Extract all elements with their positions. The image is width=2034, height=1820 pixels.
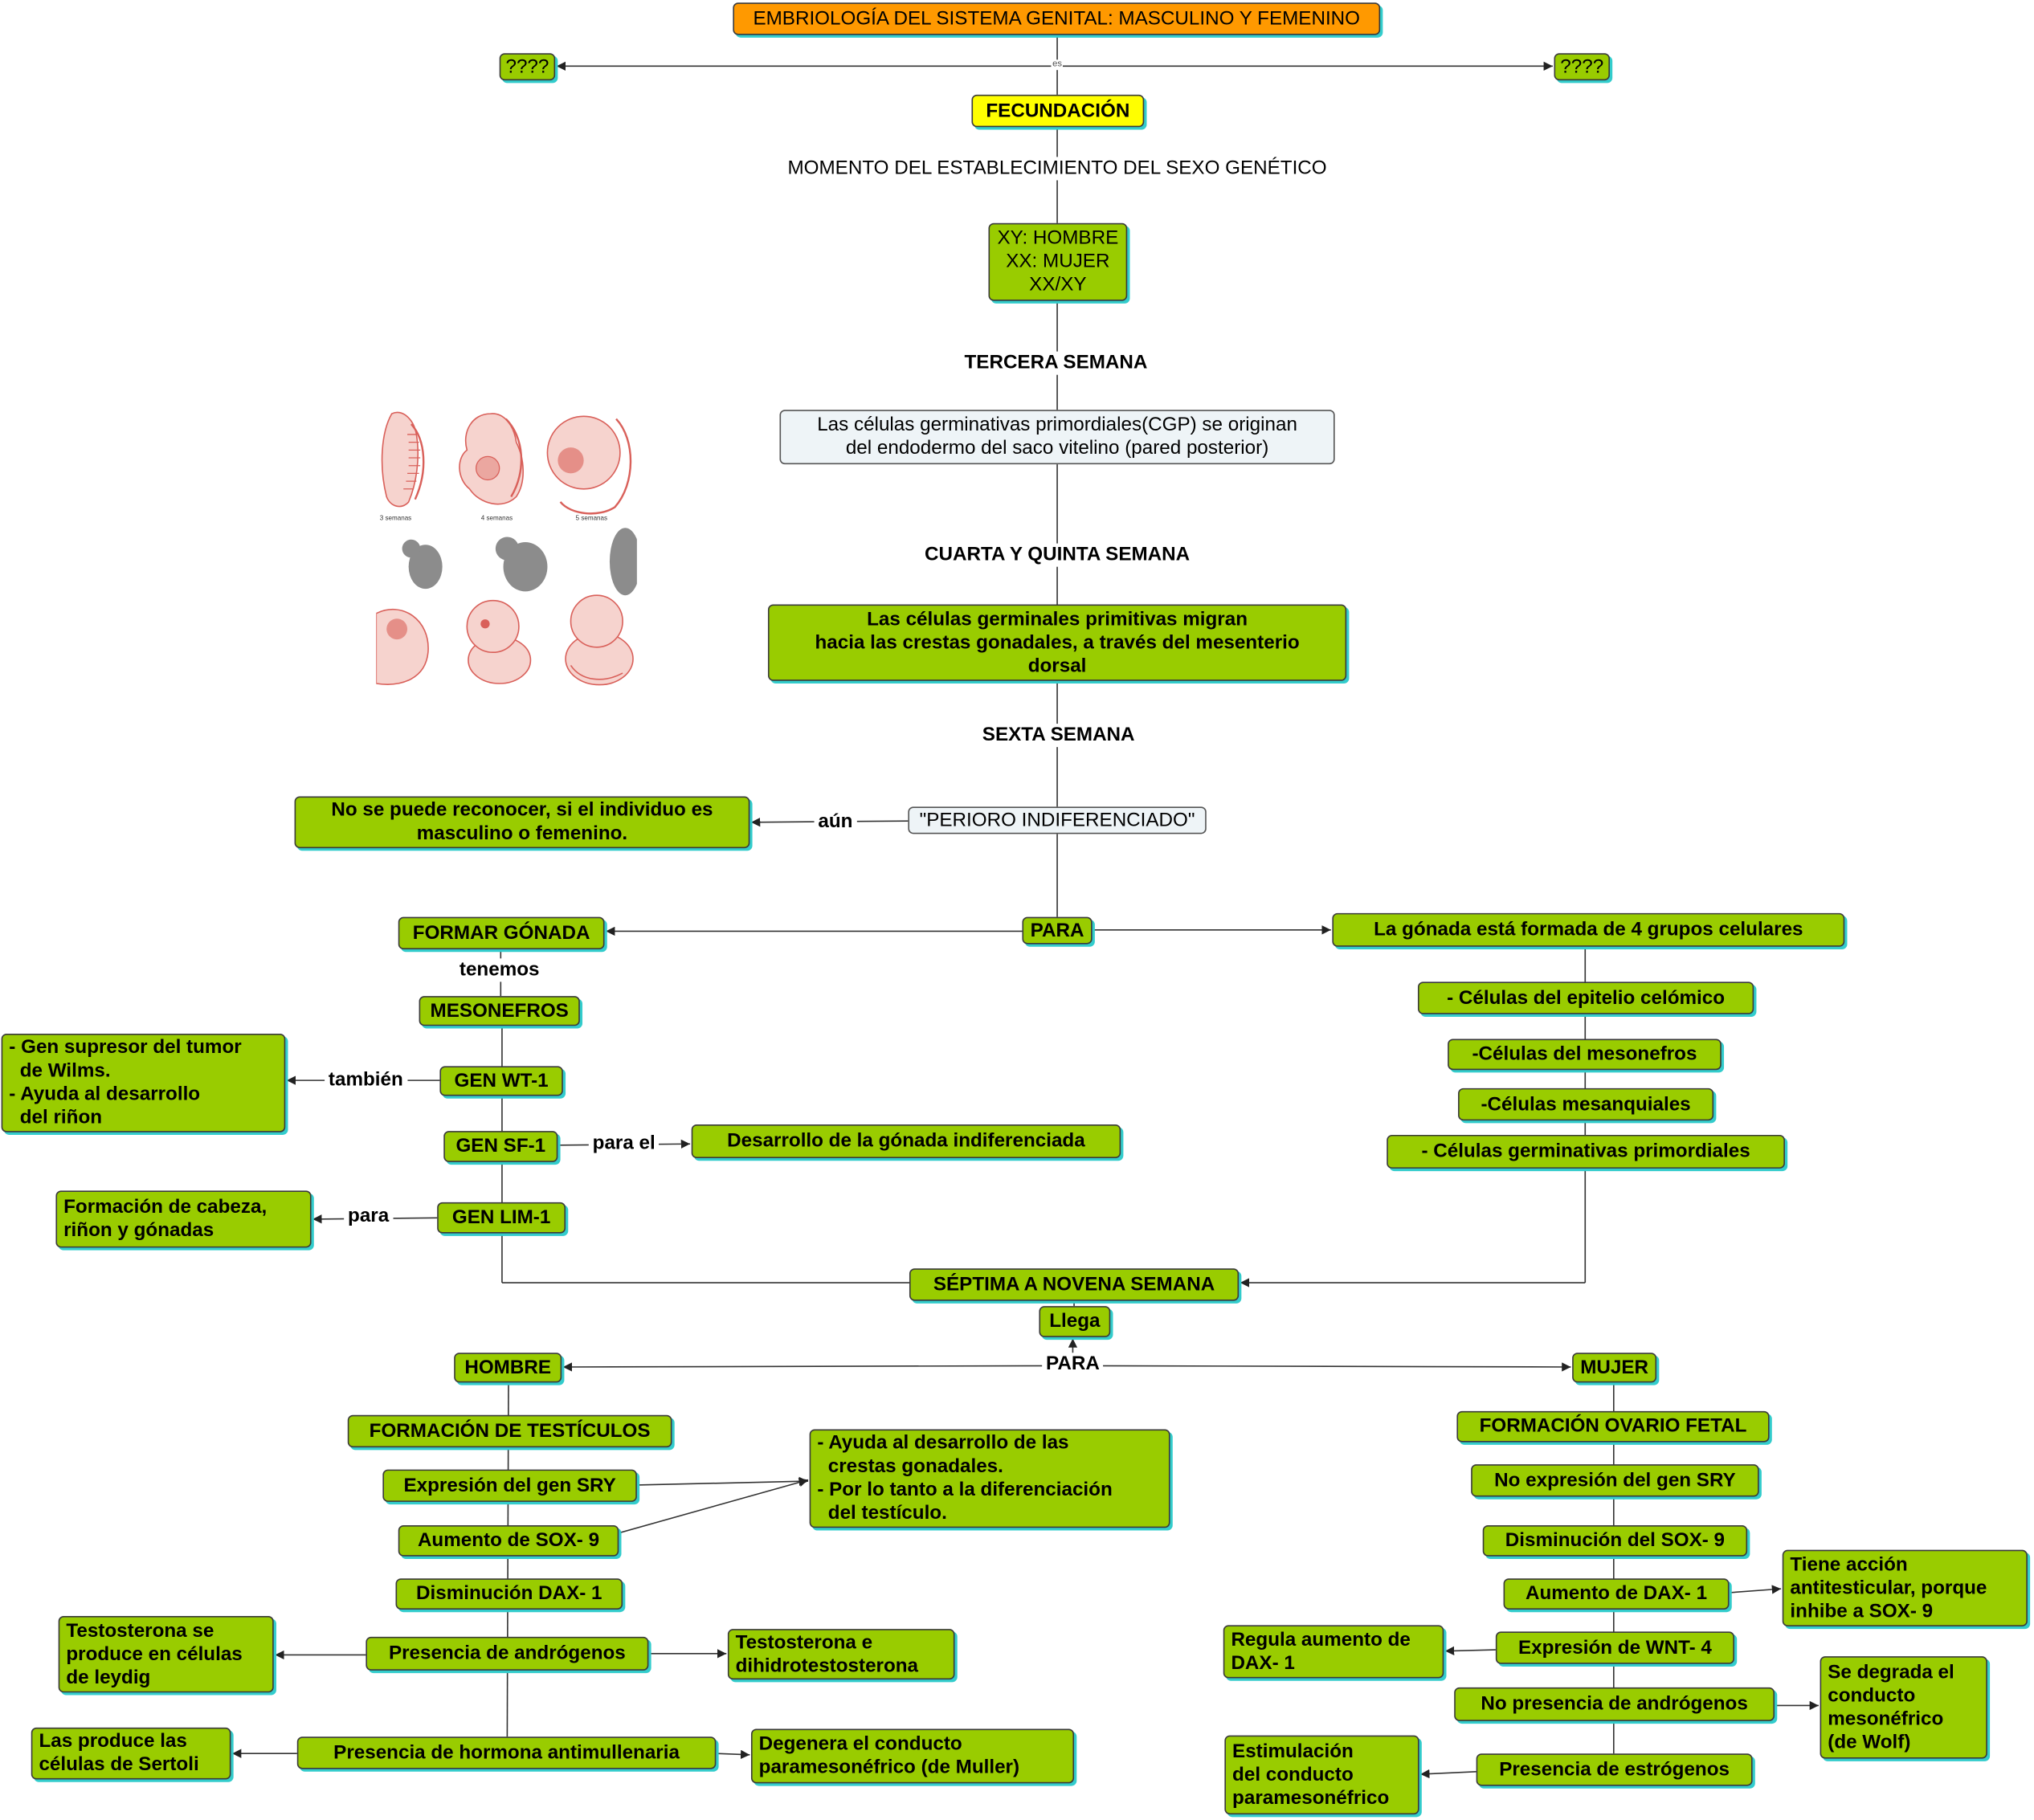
arrow-para-hombre: [563, 1365, 1073, 1367]
fecundacion-node: FECUNDACIÓN: [971, 95, 1144, 127]
link-label-para: para: [344, 1205, 393, 1228]
embryo-bottom-middle-head: [467, 601, 519, 653]
caption-5-weeks: 5 semanas: [576, 515, 607, 522]
gen-lim1-node: GEN LIM-1: [437, 1202, 566, 1234]
celulas-epitelio-node: - Células del epitelio celómico: [1418, 981, 1754, 1014]
hombre-step-hormona-antimullenaria: Presencia de hormona antimullenaria: [297, 1736, 717, 1769]
amh-efecto-node: Degenera el conducto paramesonéfrico (de…: [751, 1729, 1074, 1784]
arrow-amh-efecto: [716, 1753, 749, 1755]
link-label-tercera-semana: TERCERA SEMANA: [961, 352, 1152, 375]
embryo-bottom-right-head: [571, 595, 623, 647]
mujer-node: MUJER: [1572, 1353, 1656, 1382]
no-androgenos-efecto-node: Se degrada el conducto mesonéfrico (de W…: [1820, 1656, 1987, 1759]
mujer-step-formacion-ovario: FORMACIÓN OVARIO FETAL: [1456, 1411, 1769, 1443]
caption-4-weeks: 4 semanas: [481, 515, 513, 522]
link-label-momento: MOMENTO DEL ESTABLECIMIENTO DEL SEXO GEN…: [784, 157, 1331, 180]
hombre-step-disminucion-dax1: Disminución DAX- 1: [396, 1578, 623, 1610]
link-label-tenemos: tenemos: [455, 958, 543, 981]
estrogenos-efecto-node: Estimulación del conducto paramesonéfric…: [1224, 1736, 1419, 1815]
sexo-genetico-node: XY: HOMBRE XX: MUJER XX/XY: [988, 223, 1127, 301]
mujer-step-no-expresion-sry: No expresión del gen SRY: [1471, 1464, 1758, 1496]
mujer-step-disminucion-sox9: Disminución del SOX- 9: [1483, 1525, 1747, 1557]
caption-3-weeks: 3 semanas: [380, 515, 411, 522]
map-title: EMBRIOLOGÍA DEL SISTEMA GENITAL: MASCULI…: [733, 2, 1380, 35]
sry-sox9-efecto-node: - Ayuda al desarrollo de las crestas gon…: [810, 1430, 1170, 1528]
gen-sf1-node: GEN SF-1: [443, 1131, 558, 1162]
link-label-es: es: [1051, 59, 1063, 70]
hombre-step-androgenos: Presencia de andrógenos: [366, 1637, 648, 1671]
arrow-estrogenos-efecto: [1420, 1772, 1476, 1774]
gen-wt1-node: GEN WT-1: [439, 1066, 562, 1096]
arrow-sox9-efecto: [619, 1479, 808, 1532]
hombre-step-expresion-sry: Expresión del gen SRY: [382, 1470, 637, 1502]
septima-novena-semana-node: SÉPTIMA A NOVENA SEMANA: [909, 1268, 1239, 1300]
hombre-node: HOMBRE: [454, 1353, 562, 1382]
hombre-step-formacion-testiculos: FORMACIÓN DE TESTÍCULOS: [348, 1415, 672, 1447]
celulas-germinativas-node: - Células germinativas primordiales: [1387, 1135, 1785, 1169]
link-label-tambien: también: [325, 1069, 407, 1092]
unknown-node-left: ????: [500, 53, 555, 80]
link-label-sexta-semana: SEXTA SEMANA: [978, 724, 1138, 747]
mujer-step-estrogenos: Presencia de estrógenos: [1476, 1753, 1753, 1785]
mujer-step-aumento-dax1: Aumento de DAX- 1: [1504, 1578, 1730, 1610]
no-reconocer-node: No se puede reconocer, si el individuo e…: [295, 796, 750, 848]
periodo-indiferenciado-node: "PERIORO INDIFERENCIADO": [908, 806, 1206, 834]
grupos-celulares-node: La gónada está formada de 4 grupos celul…: [1332, 913, 1844, 947]
embryo-bottom-left-detail: [386, 618, 407, 639]
link-label-cuarta-quinta-semana: CUARTA Y QUINTA SEMANA: [921, 544, 1194, 567]
arrow-para-mujer: [1072, 1365, 1570, 1367]
link-label-aun: aún: [815, 810, 857, 834]
embryo-bottom-middle-eye: [480, 619, 489, 628]
celulas-mesanquiales-node: -Células mesanquiales: [1458, 1088, 1713, 1120]
formar-gonada-node: FORMAR GÓNADA: [398, 917, 605, 949]
dax1-efecto-node: Tiene acción antitesticular, porque inhi…: [1783, 1550, 2028, 1626]
wt1-funcion-node: - Gen supresor del tumor de Wilms. - Ayu…: [2, 1034, 286, 1132]
celulas-mesonefros-node: -Células del mesonefros: [1448, 1039, 1722, 1070]
llega-node: Llega: [1039, 1306, 1110, 1337]
cgp-origen-node: Las células germinativas primordiales(CG…: [779, 410, 1334, 464]
embryo-5-weeks-head: [547, 416, 619, 488]
amh-origen-node: Las produce las células de Sertoli: [31, 1728, 231, 1780]
sf1-funcion-node: Desarrollo de la gónada indiferenciada: [692, 1124, 1121, 1158]
androgenos-origen-node: Testosterona se produce en células de le…: [59, 1616, 274, 1692]
para-node: PARA: [1022, 917, 1092, 945]
link-label-para-sexo: PARA: [1042, 1353, 1104, 1376]
migracion-node: Las células germinales primitivas migran…: [768, 604, 1346, 680]
arrow-sry-efecto: [637, 1481, 808, 1485]
silhouette-1-head: [402, 540, 421, 558]
embryo-4-weeks-heart: [476, 456, 500, 479]
androgenos-tipos-node: Testosterona e dihidrotestosterona: [728, 1629, 955, 1679]
mujer-step-expresion-wnt4: Expresión de WNT- 4: [1496, 1631, 1734, 1663]
arrow-dax1-efecto: [1730, 1589, 1782, 1593]
hombre-step-aumento-sox9: Aumento de SOX- 9: [398, 1525, 619, 1557]
arrow-wnt4-efecto: [1445, 1650, 1496, 1651]
mesonefros-node: MESONEFROS: [419, 996, 580, 1026]
embryo-development-image: 3 semanas 4 semanas 5 semanas: [376, 406, 637, 687]
unknown-node-right: ????: [1554, 53, 1610, 80]
wnt4-efecto-node: Regula aumento de DAX- 1: [1223, 1625, 1444, 1678]
lim1-funcion-node: Formación de cabeza, riñon y gónadas: [55, 1190, 311, 1247]
silhouette-2-head: [496, 537, 519, 561]
link-label-para-el: para el: [589, 1132, 660, 1156]
embryo-5-weeks-heart: [558, 447, 583, 473]
mujer-step-no-androgenos: No presencia de andrógenos: [1454, 1687, 1775, 1721]
